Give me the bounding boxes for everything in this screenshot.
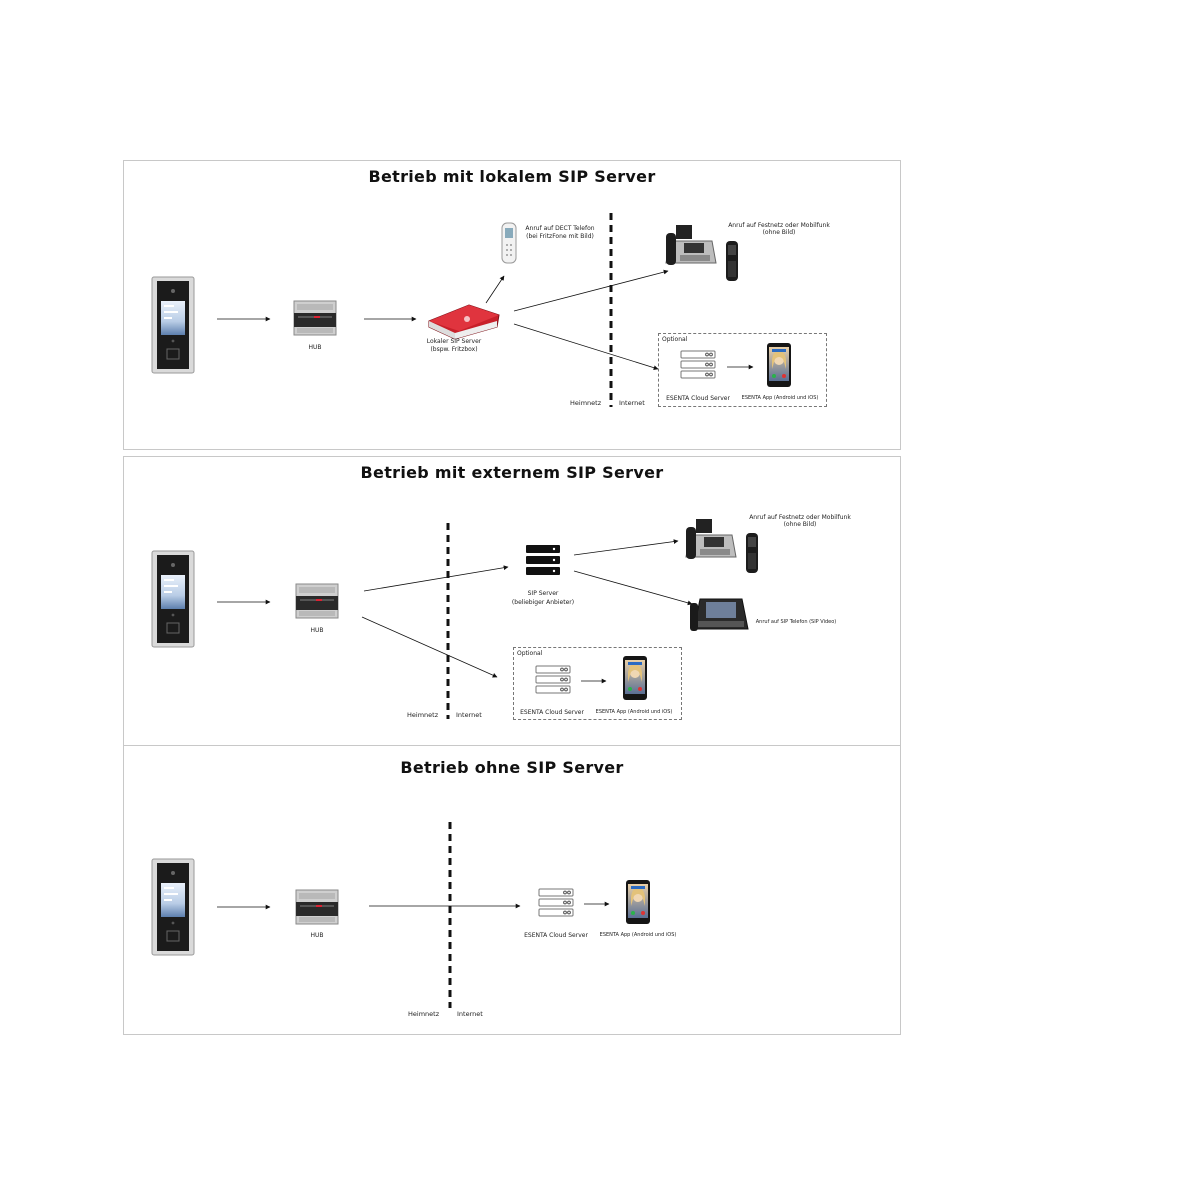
- hub-label: HUB: [310, 627, 324, 634]
- optional-label: Optional: [517, 650, 543, 657]
- diagram-local-sip: [151, 213, 791, 407]
- dect-label: Anruf auf DECT Telefon: [525, 225, 595, 232]
- door-station-icon: [151, 276, 195, 374]
- arrow-router-festnetz: [513, 269, 669, 312]
- arrow-router-dect: [485, 275, 505, 304]
- door-station-icon: [151, 550, 195, 648]
- panel-no-sip: Betrieb ohne SIP Server HUB ESENTA Cloud…: [123, 745, 901, 1035]
- cloud-server-label: ESENTA Cloud Server: [666, 395, 730, 402]
- hub-label: HUB: [310, 932, 324, 939]
- door-station-icon: [151, 858, 195, 956]
- desk-phone-icon: [665, 224, 717, 266]
- panel-local-sip: Betrieb mit lokalem SIP Server HUB Lokal…: [123, 160, 901, 450]
- dect-sublabel: (bei FritzFone mit Bild): [526, 233, 594, 240]
- sip-local-label: Lokaler SIP Server: [426, 338, 482, 345]
- arrow-router-cloud: [513, 323, 659, 371]
- heimnetz-label: Heimnetz: [408, 1010, 440, 1018]
- hub-icon: [293, 300, 337, 336]
- cloud-server-icon: [538, 888, 574, 917]
- diagram-external-sip: [151, 518, 758, 719]
- festnetz-sublabel: (ohne Bild): [783, 521, 817, 528]
- heimnetz-label: Heimnetz: [407, 711, 439, 719]
- hub-icon: [295, 583, 339, 619]
- festnetz-label: Anruf auf Festnetz oder Mobilfunk: [749, 514, 851, 521]
- festnetz-label: Anruf auf Festnetz oder Mobilfunk: [728, 222, 830, 229]
- sip-video-phone-icon: [689, 598, 749, 632]
- sip-local-sublabel: (bspw. Fritzbox): [430, 346, 478, 353]
- hub-label: HUB: [308, 344, 322, 351]
- arrow-sipserver-videophone: [573, 570, 693, 606]
- diagram-no-sip: [151, 822, 650, 1008]
- mobile-phone-icon: [726, 241, 738, 281]
- festnetz-sublabel: (ohne Bild): [762, 229, 796, 236]
- dect-phone-icon: [501, 222, 517, 264]
- arrow-hub-cloud: [361, 616, 498, 678]
- sip-server-sublabel: (beliebiger Anbieter): [511, 599, 575, 606]
- mobile-phone-icon: [746, 533, 758, 573]
- app-label: ESENTA App (Android und iOS): [741, 395, 819, 401]
- smartphone-app-icon: [626, 880, 650, 924]
- fritzbox-router-icon: [428, 304, 500, 340]
- panel-title: Betrieb mit externem SIP Server: [360, 463, 664, 482]
- sip-video-label: Anruf auf SIP Telefon (SIP Video): [755, 619, 837, 625]
- desk-phone-icon: [685, 518, 737, 560]
- internet-label: Internet: [456, 711, 482, 719]
- panel-title: Betrieb ohne SIP Server: [400, 758, 624, 777]
- panel-external-sip: Betrieb mit externem SIP Server HUB SIP …: [123, 456, 901, 746]
- sip-server-label: SIP Server: [527, 590, 559, 597]
- optional-box: Optional: [513, 647, 682, 720]
- internet-label: Internet: [619, 399, 645, 407]
- hub-icon: [295, 889, 339, 925]
- panel-title: Betrieb mit lokalem SIP Server: [368, 167, 656, 186]
- arrow-sipserver-festnetz: [573, 539, 679, 556]
- arrow-hub-sipserver: [363, 565, 509, 592]
- heimnetz-label: Heimnetz: [570, 399, 602, 407]
- app-label: ESENTA App (Android und iOS): [599, 932, 677, 938]
- cloud-server-label: ESENTA Cloud Server: [520, 709, 584, 716]
- optional-label: Optional: [662, 336, 688, 343]
- sip-server-icon: [526, 545, 560, 575]
- app-label: ESENTA App (Android und iOS): [595, 709, 673, 715]
- cloud-server-label: ESENTA Cloud Server: [524, 932, 588, 939]
- internet-label: Internet: [457, 1010, 483, 1018]
- optional-box: Optional: [658, 333, 827, 407]
